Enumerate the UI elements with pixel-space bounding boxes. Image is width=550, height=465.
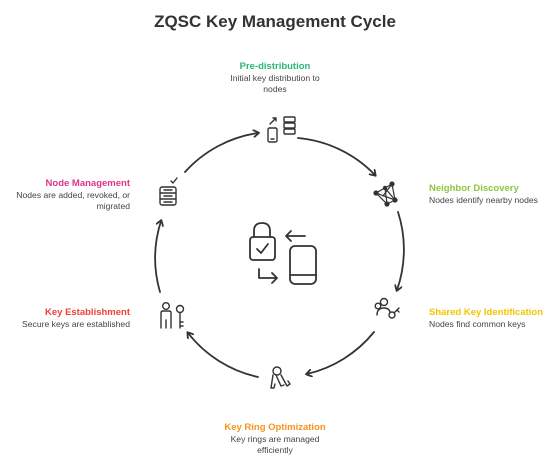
step-heading: Key Ring Optimization: [224, 422, 326, 433]
step-description: Nodes are added, revoked, or: [16, 190, 130, 200]
cycle-arrows: [154, 133, 405, 378]
users-key-icon: [374, 297, 400, 319]
arrow-neighbor-to-shared: [397, 211, 405, 290]
step-heading: Key Establishment: [45, 307, 130, 318]
arrow-shared-to-ring: [307, 331, 375, 374]
server-check-icon: [159, 177, 178, 206]
step-heading: Node Management: [45, 178, 130, 189]
step-heading: Shared Key Identification: [429, 307, 544, 318]
devices-sync-icon: [267, 116, 296, 143]
step-description: Key rings are managed: [230, 434, 320, 444]
step-description: Initial key distribution to: [230, 73, 320, 83]
step-description: migrated: [96, 200, 130, 211]
step-pre-distribution: Pre-distribution Initial key distributio…: [200, 61, 350, 94]
arrow-ring-to-establish: [188, 333, 259, 378]
step-description: Secure keys are established: [22, 319, 130, 329]
page-title: ZQSC Key Management Cycle: [154, 12, 396, 31]
step-key-ring-optimization: Key Ring Optimization Key rings are mana…: [200, 422, 350, 455]
keyring-icon: [270, 366, 291, 389]
step-node-management: Node Management Nodes are added, revoked…: [0, 178, 130, 211]
user-key-icon: [160, 302, 185, 329]
step-shared-key-identification: Shared Key Identification Nodes find com…: [429, 307, 550, 330]
arrow-establish-to-manage: [154, 221, 161, 293]
lock-device-swap-icon: [249, 222, 317, 285]
network-icon: [373, 181, 398, 207]
step-description: nodes: [263, 83, 287, 94]
arrow-pre-to-neighbor: [297, 137, 375, 175]
step-heading: Neighbor Discovery: [429, 183, 519, 194]
step-key-establishment: Key Establishment Secure keys are establ…: [0, 307, 130, 330]
step-neighbor-discovery: Neighbor Discovery Nodes identify nearby…: [429, 183, 549, 206]
step-description: Nodes identify nearby nodes: [429, 195, 538, 205]
step-description: Nodes find common keys: [429, 319, 526, 329]
step-heading: Pre-distribution: [239, 61, 311, 72]
arrow-manage-to-pre: [184, 133, 258, 173]
step-description: efficiently: [257, 444, 293, 455]
